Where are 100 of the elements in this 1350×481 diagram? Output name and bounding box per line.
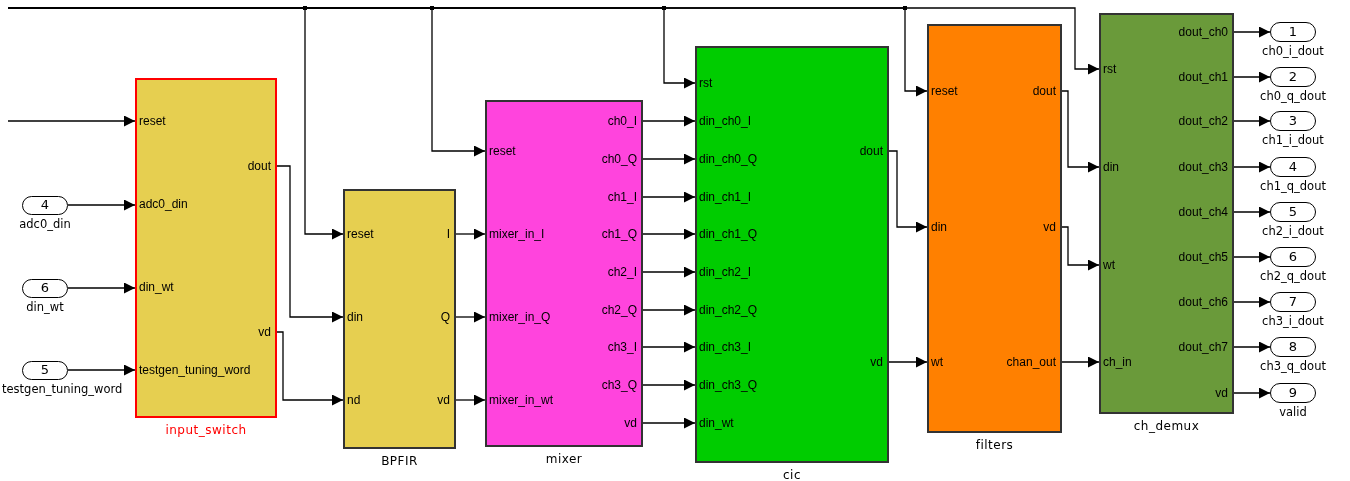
signal-arrow bbox=[642, 379, 696, 391]
port-label: ch3_Q bbox=[601, 378, 637, 392]
port-label: din_ch2_Q bbox=[699, 303, 758, 317]
port-label: dout bbox=[247, 159, 271, 173]
signal-arrow bbox=[642, 341, 696, 353]
inport-block: 4 bbox=[22, 196, 68, 215]
port-name: ch2_i_dout bbox=[1262, 224, 1324, 238]
signal-arrow bbox=[1233, 251, 1271, 263]
port-label: reset bbox=[931, 84, 958, 98]
port-label: din_ch0_Q bbox=[699, 152, 758, 166]
port-label: din bbox=[1103, 160, 1119, 174]
signal-arrow bbox=[455, 394, 486, 406]
port-label: nd bbox=[347, 393, 361, 407]
port-label: adc0_din bbox=[139, 197, 188, 211]
signal-arrow bbox=[67, 199, 136, 211]
port-label: vd bbox=[1043, 220, 1056, 234]
port-label: din_wt bbox=[139, 280, 174, 294]
signal-arrow bbox=[1233, 161, 1271, 173]
port-label: din_wt bbox=[699, 416, 734, 430]
signal-arrow bbox=[1061, 226, 1100, 271]
port-name: ch1_q_dout bbox=[1260, 179, 1326, 193]
port-label: dout bbox=[859, 144, 883, 158]
port-label: vd bbox=[437, 393, 450, 407]
signal-arrow bbox=[642, 153, 696, 165]
signal-arrow bbox=[888, 150, 928, 233]
signal-arrow bbox=[1061, 356, 1100, 368]
outport-block: 1 bbox=[1270, 22, 1316, 42]
port-label: dout_ch3 bbox=[1178, 160, 1228, 174]
port-label: ch0_I bbox=[607, 114, 637, 128]
block-name: filters bbox=[974, 438, 1015, 452]
block-name: input_switch bbox=[164, 423, 248, 437]
port-name: valid bbox=[1279, 405, 1307, 419]
port-label: vd bbox=[870, 355, 883, 369]
port-label: mixer_in_Q bbox=[489, 310, 551, 324]
outport-block: 2 bbox=[1270, 67, 1316, 87]
port-label: dout bbox=[1032, 84, 1056, 98]
signal-arrow bbox=[642, 115, 696, 127]
port-label: ch1_Q bbox=[601, 227, 637, 241]
signal-arrow bbox=[67, 364, 136, 376]
port-label: chan_out bbox=[1006, 355, 1056, 369]
port-label: ch3_I bbox=[607, 340, 637, 354]
port-label: wt bbox=[1103, 258, 1115, 272]
signal-arrow bbox=[1233, 71, 1271, 83]
signal-arrow bbox=[1233, 206, 1271, 218]
signal-arrow bbox=[1233, 115, 1271, 127]
signal-arrow bbox=[7, 7, 1100, 75]
signal-arrow bbox=[642, 417, 696, 429]
port-label: dout_ch0 bbox=[1178, 25, 1228, 39]
signal-arrow bbox=[7, 115, 136, 127]
port-label: ch1_I bbox=[607, 190, 637, 204]
signal-arrow bbox=[642, 191, 696, 203]
outport-block: 7 bbox=[1270, 292, 1316, 312]
port-name: testgen_tuning_word bbox=[2, 382, 123, 396]
signal-arrow bbox=[276, 331, 344, 406]
port-name: ch0_q_dout bbox=[1260, 89, 1326, 103]
port-label: mixer_in_wt bbox=[489, 393, 554, 407]
outport-block: 6 bbox=[1270, 247, 1316, 267]
port-name: adc0_din bbox=[19, 217, 71, 231]
signal-arrow bbox=[642, 228, 696, 240]
port-name: ch2_q_dout bbox=[1260, 269, 1326, 283]
port-label: vd bbox=[258, 325, 271, 339]
signal-arrow bbox=[1061, 90, 1100, 173]
block-name: mixer bbox=[544, 452, 584, 466]
port-label: vd bbox=[624, 416, 637, 430]
port-name: ch3_i_dout bbox=[1262, 314, 1324, 328]
port-label: ch2_Q bbox=[601, 303, 637, 317]
inport-block: 5 bbox=[22, 361, 68, 380]
port-label: din bbox=[347, 310, 363, 324]
port-label: testgen_tuning_word bbox=[139, 363, 251, 377]
port-label: dout_ch4 bbox=[1178, 205, 1228, 219]
port-label: din_ch1_I bbox=[699, 190, 752, 204]
signal-arrow bbox=[642, 266, 696, 278]
port-name: ch1_i_dout bbox=[1262, 133, 1324, 147]
inport-block: 6 bbox=[22, 279, 68, 298]
port-label: din_ch1_Q bbox=[699, 227, 758, 241]
port-label: ch2_I bbox=[607, 265, 637, 279]
port-label: dout_ch7 bbox=[1178, 340, 1228, 354]
port-name: din_wt bbox=[26, 300, 64, 314]
signal-arrow bbox=[67, 282, 136, 294]
port-label: ch_in bbox=[1103, 355, 1132, 369]
outport-block: 3 bbox=[1270, 111, 1316, 131]
port-label: din_ch3_Q bbox=[699, 378, 758, 392]
signal-arrow bbox=[455, 311, 486, 323]
block-name: cic bbox=[782, 468, 802, 481]
port-label: reset bbox=[489, 144, 516, 158]
port-label: rst bbox=[699, 76, 713, 90]
port-label: din_ch0_I bbox=[699, 114, 752, 128]
outport-block: 4 bbox=[1270, 157, 1316, 177]
port-label: din bbox=[931, 220, 947, 234]
port-label: reset bbox=[139, 114, 166, 128]
signal-arrow bbox=[276, 165, 344, 323]
outport-block: 9 bbox=[1270, 383, 1316, 403]
port-label: ch0_Q bbox=[601, 152, 637, 166]
block-name: BPFIR bbox=[380, 454, 419, 468]
block-name: ch_demux bbox=[1132, 419, 1201, 433]
port-label: I bbox=[446, 227, 450, 241]
port-name: ch0_i_dout bbox=[1262, 44, 1324, 58]
port-label: dout_ch5 bbox=[1178, 250, 1228, 264]
signal-arrow bbox=[1233, 296, 1271, 308]
signal-arrow bbox=[1233, 341, 1271, 353]
